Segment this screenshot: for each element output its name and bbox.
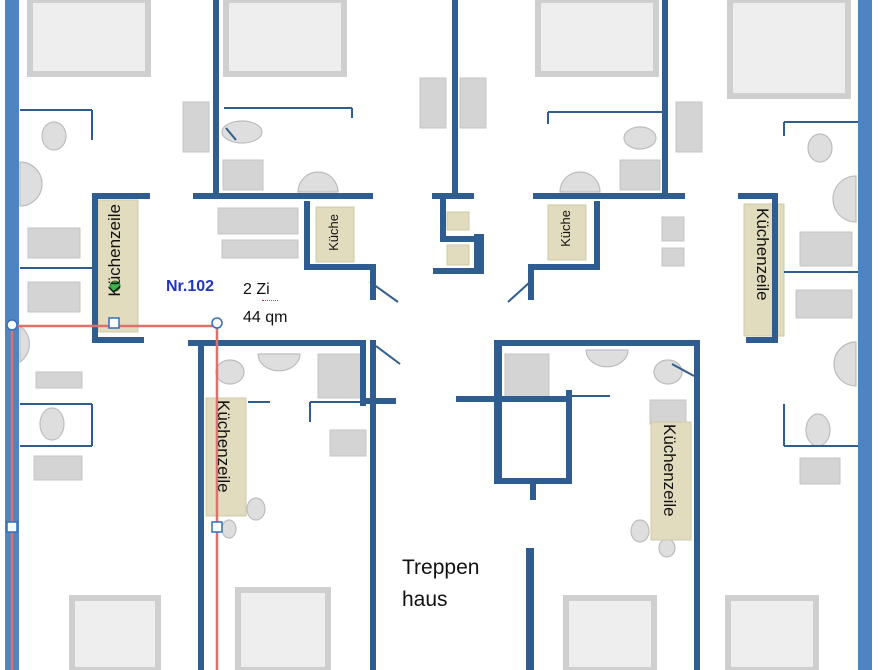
kitchen-strip-left	[97, 199, 139, 333]
kueche-strip-right	[547, 204, 587, 261]
selection-handles[interactable]	[6, 317, 223, 533]
kueche-label-left: Küche	[326, 214, 341, 251]
rotate-handle[interactable]	[109, 280, 121, 292]
handle-right-middle[interactable]	[211, 521, 223, 533]
bed-bottom-2	[235, 587, 331, 670]
spellcheck-underline	[262, 298, 278, 301]
kitchen-strip-102	[205, 397, 247, 517]
outer-wall-right	[858, 0, 872, 670]
kueche-strip-left	[315, 206, 355, 263]
bed-top-4	[727, 0, 851, 99]
treppenhaus-line1: Treppen	[402, 556, 480, 579]
bed-bottom-1	[69, 595, 161, 670]
furniture-blocks	[27, 0, 851, 670]
kuechenzeile-label-left: Küchenzeile	[105, 204, 124, 297]
handle-top-middle[interactable]	[108, 317, 120, 329]
kuechenzeile-label-right: Küchenzeile	[753, 208, 772, 301]
kuechenzeile-label-mid-right: Küchenzeile	[660, 424, 679, 517]
bed-top-2	[223, 0, 347, 77]
sanitary	[19, 120, 857, 558]
inner-walls	[92, 0, 778, 670]
unit-area-label: 44 qm	[243, 309, 288, 326]
handle-left-middle[interactable]	[6, 521, 18, 533]
thin-partitions	[20, 107, 858, 447]
fixtures	[27, 77, 853, 485]
bed-top-3	[535, 0, 659, 77]
kitchen-strip-mid-right	[650, 421, 692, 541]
unit-rooms-label: 2 Zi	[243, 281, 270, 298]
unit-number-label: Nr.102	[166, 278, 215, 295]
treppenhaus-line2: haus	[402, 588, 448, 611]
treppenhaus-label: Treppen haus	[402, 552, 479, 616]
bed-bottom-3	[563, 595, 657, 670]
kuechenzeile-label-unit102: Küchenzeile	[214, 400, 233, 493]
handle-top-left[interactable]	[6, 319, 18, 331]
kueche-label-right: Küche	[558, 210, 573, 247]
bed-bottom-4	[725, 595, 819, 670]
bed-top-1	[27, 0, 151, 77]
handle-top-right[interactable]	[211, 317, 223, 329]
